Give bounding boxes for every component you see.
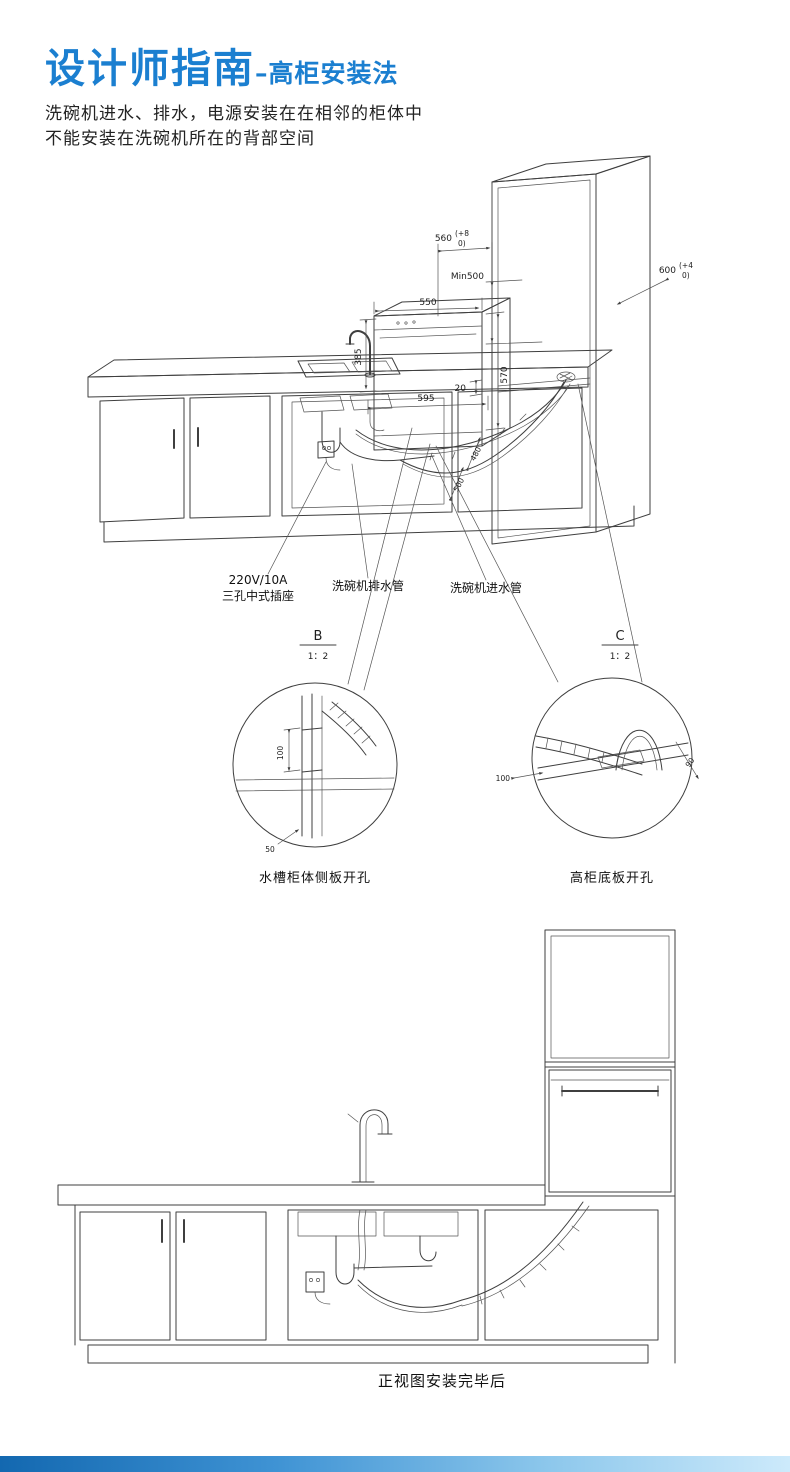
- dim-560-tol-top: (+8: [455, 229, 469, 238]
- footer-gradient-bar: [0, 1456, 790, 1472]
- base-cabinets-drawing: [99, 387, 635, 543]
- description: 洗碗机进水、排水，电源安装在在相邻的柜体中 不能安装在洗碗机所在的背部空间: [45, 102, 745, 151]
- detail-leader-lines: [347, 383, 643, 691]
- dim-600-tol-bottom: 0): [682, 271, 690, 280]
- detail-b-letter: B: [314, 629, 323, 644]
- detail-b: B 1：2 100 50 水槽柜体侧板开孔: [232, 629, 398, 886]
- label-inlet-hose: 洗碗机进水管: [450, 580, 522, 595]
- callout-labels: 220V/10A 三孔中式插座 洗碗机排水管 洗碗机进水管: [222, 455, 522, 603]
- detail-b-dim-50: 50: [265, 845, 275, 854]
- dim-600: 600: [659, 266, 676, 276]
- detail-b-dim-100: 100: [276, 746, 285, 761]
- label-socket-line1: 220V/10A: [229, 573, 288, 587]
- detail-c: C 1：2 100 90 高柜底板开孔: [496, 629, 699, 886]
- iso-installation-diagram: 560 (+8 0) Min500 600 (+4 0) 550 595 570…: [87, 155, 699, 886]
- sink-plumbing-drawing: [299, 393, 435, 471]
- detail-c-scale: 1：2: [610, 652, 630, 662]
- tall-cabinet-drawing: [491, 155, 651, 545]
- description-line-2: 不能安装在洗碗机所在的背部空间: [45, 128, 315, 149]
- sink-faucet-drawing: [297, 330, 401, 378]
- dimension-lines: [359, 183, 670, 502]
- title-suffix: –高柜安装法: [255, 59, 399, 88]
- detail-b-scale: 1：2: [308, 652, 328, 662]
- detail-b-caption: 水槽柜体侧板开孔: [259, 871, 371, 886]
- label-drain-hose: 洗碗机排水管: [332, 578, 404, 593]
- dim-570: 570: [500, 366, 510, 383]
- dim-550: 550: [419, 298, 436, 308]
- dim-600-tol-top: (+4: [679, 261, 693, 270]
- front-tall-cabinet: [544, 929, 676, 1364]
- hose-routing-drawing: [355, 379, 571, 478]
- detail-c-caption: 高柜底板开孔: [570, 870, 654, 886]
- front-hose-routing: [461, 1201, 590, 1307]
- dim-min500: Min500: [451, 272, 484, 282]
- front-countertop: [57, 1184, 546, 1206]
- dishwasher-drawing: [373, 297, 511, 451]
- header: 设计师指南–高柜安装法 洗碗机进水、排水，电源安装在在相邻的柜体中 不能安装在洗…: [45, 36, 745, 151]
- countertop-drawing: [87, 349, 613, 398]
- label-socket-line2: 三孔中式插座: [222, 588, 294, 603]
- detail-c-dim-100: 100: [496, 774, 511, 783]
- front-faucet: [347, 1109, 393, 1183]
- title-main: 设计师指南: [45, 46, 255, 92]
- description-line-1: 洗碗机进水、排水，电源安装在在相邻的柜体中: [45, 104, 423, 124]
- front-base-cabinets: [74, 1204, 659, 1364]
- dim-595: 595: [417, 394, 434, 404]
- detail-c-letter: C: [615, 629, 624, 644]
- dim-385: 385: [354, 348, 364, 365]
- dim-560-tol-bottom: 0): [458, 239, 466, 248]
- dim-20: 20: [455, 384, 467, 394]
- dim-560: 560: [435, 234, 452, 244]
- front-view-caption: 正视图安装完毕后: [378, 1372, 506, 1390]
- front-view-diagram: 正视图安装完毕后: [57, 929, 676, 1390]
- front-sink-plumbing: [297, 1209, 463, 1313]
- page-title: 设计师指南–高柜安装法: [45, 36, 745, 94]
